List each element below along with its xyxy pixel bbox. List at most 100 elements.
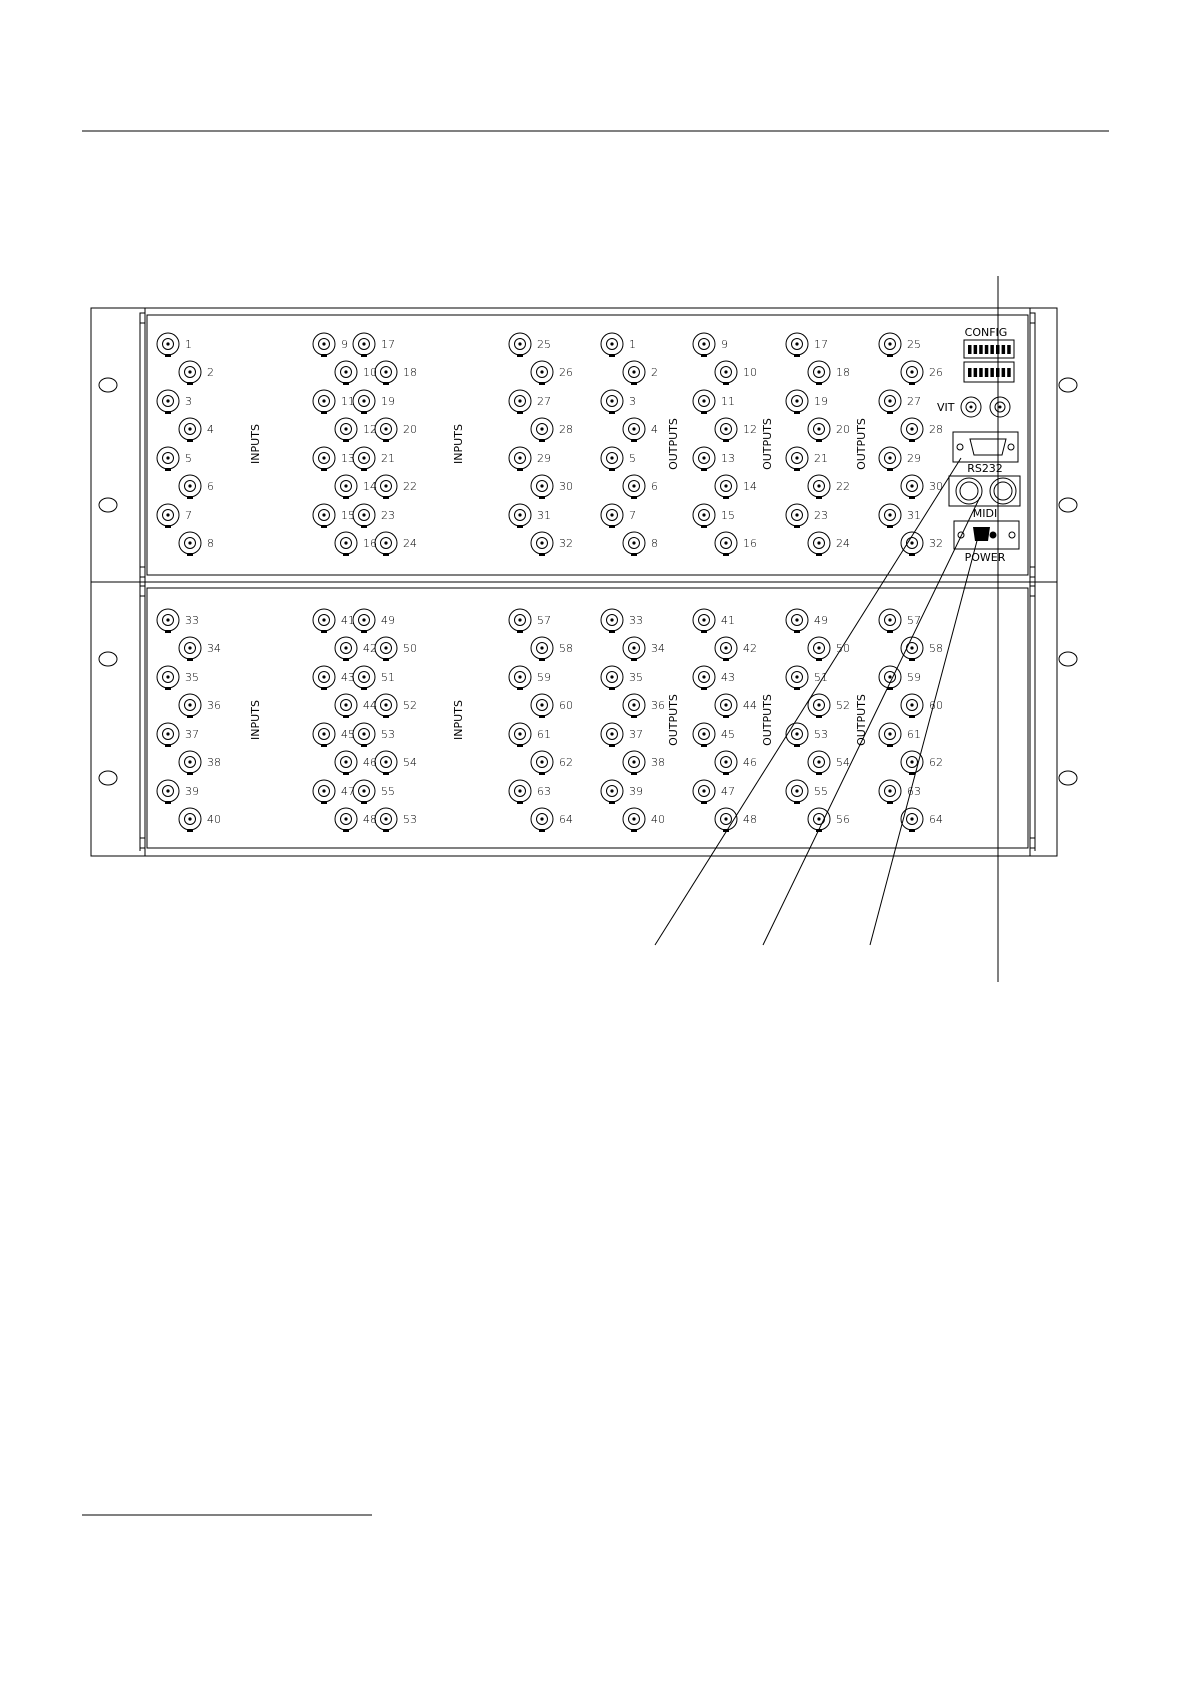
output-bnc-24[interactable]: 24 — [807, 531, 850, 556]
dip-switch-position[interactable] — [1001, 345, 1006, 354]
output-bnc-5[interactable]: 5 — [600, 446, 636, 471]
output-bnc-22[interactable]: 22 — [807, 474, 850, 499]
output-bnc-49[interactable]: 49 — [785, 608, 828, 633]
input-bnc-27[interactable]: 27 — [508, 389, 551, 414]
output-bnc-59[interactable]: 59 — [878, 665, 921, 690]
vit-bnc-connector[interactable] — [989, 396, 1011, 418]
dip-switch-position[interactable] — [990, 368, 994, 377]
output-bnc-25[interactable]: 25 — [878, 332, 921, 357]
output-bnc-16[interactable]: 16 — [714, 531, 757, 556]
input-bnc-6[interactable]: 6 — [178, 474, 214, 499]
output-bnc-54[interactable]: 54 — [807, 750, 850, 775]
output-bnc-55[interactable]: 55 — [785, 779, 828, 804]
dip-switch-position[interactable] — [1001, 368, 1006, 377]
input-bnc-52[interactable]: 52 — [374, 693, 417, 718]
input-bnc-5[interactable]: 5 — [156, 446, 192, 471]
input-bnc-40[interactable]: 40 — [178, 807, 221, 832]
output-bnc-52[interactable]: 52 — [807, 693, 850, 718]
input-bnc-9[interactable]: 9 — [312, 332, 348, 357]
output-bnc-61[interactable]: 61 — [878, 722, 921, 747]
output-bnc-29[interactable]: 29 — [878, 446, 921, 471]
input-bnc-25[interactable]: 25 — [508, 332, 551, 357]
output-bnc-11[interactable]: 11 — [692, 389, 735, 414]
input-bnc-7[interactable]: 7 — [156, 503, 192, 528]
output-bnc-20[interactable]: 20 — [807, 417, 850, 442]
input-bnc-59[interactable]: 59 — [508, 665, 551, 690]
output-bnc-47[interactable]: 47 — [692, 779, 735, 804]
output-bnc-56[interactable]: 56 — [807, 807, 850, 832]
input-bnc-11[interactable]: 11 — [312, 389, 355, 414]
input-bnc-36[interactable]: 36 — [178, 693, 221, 718]
power-inlet[interactable] — [953, 520, 1020, 550]
config-dip-switch-2[interactable] — [963, 361, 1015, 383]
config-dip-switch-1[interactable] — [963, 339, 1015, 359]
output-bnc-48[interactable]: 48 — [714, 807, 757, 832]
output-bnc-58[interactable]: 58 — [900, 636, 943, 661]
input-bnc-21[interactable]: 21 — [352, 446, 395, 471]
output-bnc-8[interactable]: 8 — [622, 531, 658, 556]
output-bnc-7[interactable]: 7 — [600, 503, 636, 528]
input-bnc-49[interactable]: 49 — [352, 608, 395, 633]
output-bnc-14[interactable]: 14 — [714, 474, 757, 499]
input-bnc-37[interactable]: 37 — [156, 722, 199, 747]
input-bnc-28[interactable]: 28 — [530, 417, 573, 442]
input-bnc-50[interactable]: 50 — [374, 636, 417, 661]
input-bnc-26[interactable]: 26 — [530, 360, 573, 385]
input-bnc-17[interactable]: 17 — [352, 332, 395, 357]
output-bnc-2[interactable]: 2 — [622, 360, 658, 385]
output-bnc-18[interactable]: 18 — [807, 360, 850, 385]
dip-switch-position[interactable] — [979, 345, 983, 354]
output-bnc-33[interactable]: 33 — [600, 608, 643, 633]
input-bnc-58[interactable]: 58 — [530, 636, 573, 661]
input-bnc-62[interactable]: 62 — [530, 750, 573, 775]
output-bnc-60[interactable]: 60 — [900, 693, 943, 718]
input-bnc-3[interactable]: 3 — [156, 389, 192, 414]
output-bnc-36[interactable]: 36 — [622, 693, 665, 718]
input-bnc-53[interactable]: 53 — [352, 722, 395, 747]
output-bnc-53[interactable]: 53 — [785, 722, 828, 747]
output-bnc-57[interactable]: 57 — [878, 608, 921, 633]
input-bnc-22[interactable]: 22 — [374, 474, 417, 499]
input-bnc-38[interactable]: 38 — [178, 750, 221, 775]
input-bnc-14[interactable]: 14 — [334, 474, 377, 499]
input-bnc-18[interactable]: 18 — [374, 360, 417, 385]
output-bnc-28[interactable]: 28 — [900, 417, 943, 442]
dip-switch-position[interactable] — [968, 368, 972, 377]
input-bnc-1[interactable]: 1 — [156, 332, 192, 357]
output-bnc-41[interactable]: 41 — [692, 608, 735, 633]
output-bnc-51[interactable]: 51 — [785, 665, 828, 690]
output-bnc-4[interactable]: 4 — [622, 417, 658, 442]
input-bnc-55[interactable]: 55 — [352, 779, 395, 804]
output-bnc-6[interactable]: 6 — [622, 474, 658, 499]
dip-switch-position[interactable] — [984, 345, 989, 354]
input-bnc-64[interactable]: 64 — [530, 807, 573, 832]
input-bnc-10[interactable]: 10 — [334, 360, 377, 385]
input-bnc-30[interactable]: 30 — [530, 474, 573, 499]
output-bnc-63[interactable]: 63 — [878, 779, 921, 804]
output-bnc-21[interactable]: 21 — [785, 446, 828, 471]
output-bnc-31[interactable]: 31 — [878, 503, 921, 528]
output-bnc-38[interactable]: 38 — [622, 750, 665, 775]
output-bnc-1[interactable]: 1 — [600, 332, 636, 357]
output-bnc-43[interactable]: 43 — [692, 665, 735, 690]
output-bnc-50[interactable]: 50 — [807, 636, 850, 661]
input-bnc-8[interactable]: 8 — [178, 531, 214, 556]
input-bnc-57[interactable]: 57 — [508, 608, 551, 633]
input-bnc-47[interactable]: 47 — [312, 779, 355, 804]
output-bnc-64[interactable]: 64 — [900, 807, 943, 832]
input-bnc-20[interactable]: 20 — [374, 417, 417, 442]
input-bnc-13[interactable]: 13 — [312, 446, 355, 471]
input-bnc-15[interactable]: 15 — [312, 503, 355, 528]
input-bnc-60[interactable]: 60 — [530, 693, 573, 718]
input-bnc-23[interactable]: 23 — [352, 503, 395, 528]
input-bnc-54[interactable]: 54 — [374, 750, 417, 775]
output-bnc-10[interactable]: 10 — [714, 360, 757, 385]
input-bnc-42[interactable]: 42 — [334, 636, 377, 661]
input-bnc-4[interactable]: 4 — [178, 417, 214, 442]
output-bnc-35[interactable]: 35 — [600, 665, 643, 690]
output-bnc-19[interactable]: 19 — [785, 389, 828, 414]
input-bnc-45[interactable]: 45 — [312, 722, 355, 747]
output-bnc-27[interactable]: 27 — [878, 389, 921, 414]
input-bnc-51[interactable]: 51 — [352, 665, 395, 690]
output-bnc-17[interactable]: 17 — [785, 332, 828, 357]
